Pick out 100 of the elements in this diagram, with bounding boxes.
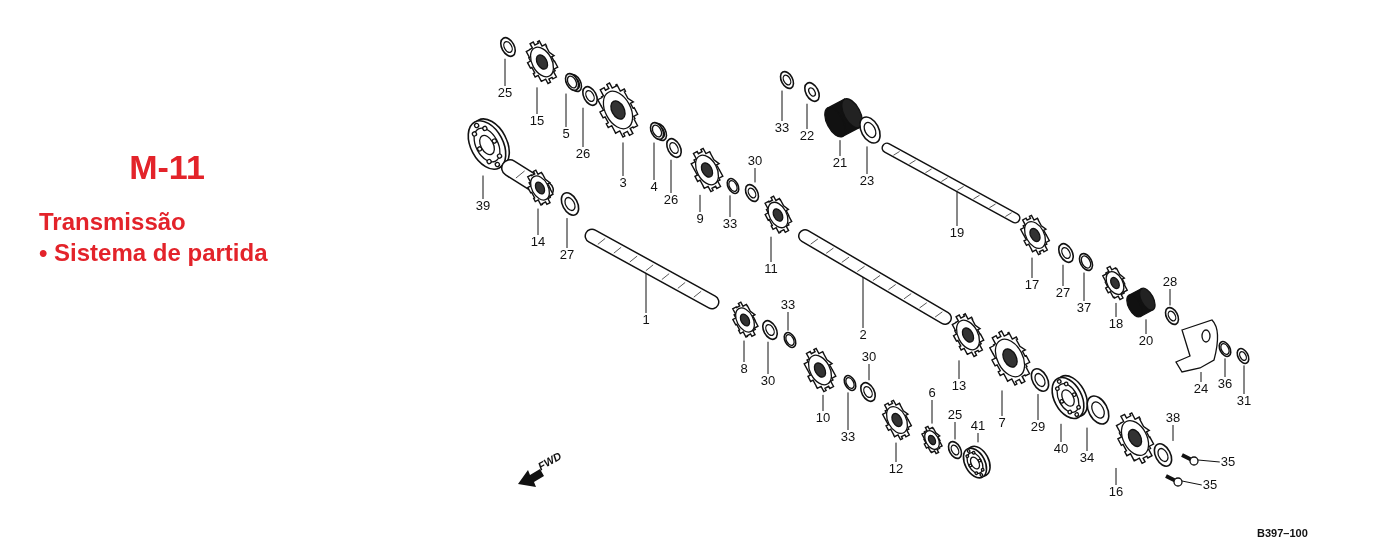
callout-number: 23 [858, 174, 876, 188]
washer-drawing [1086, 395, 1110, 425]
section-title: Transmissão [39, 207, 186, 236]
snap-ring-drawing [726, 177, 740, 195]
callout-number: 30 [860, 350, 878, 364]
callout-number: 25 [496, 86, 514, 100]
leader-line [1200, 371, 1202, 383]
callout-number: 27 [1054, 286, 1072, 300]
callout-number: 25 [946, 408, 964, 422]
callout-number: 37 [1075, 301, 1093, 315]
callout-number: 30 [746, 154, 764, 168]
leader-line [1060, 423, 1062, 443]
washer-drawing [1030, 368, 1050, 392]
section-subtitle: • Sistema de partida [39, 238, 268, 267]
leader-line [1181, 480, 1203, 486]
clip-drawing [804, 81, 820, 103]
callout-number: 8 [739, 362, 749, 376]
leader-line [1169, 288, 1171, 306]
callout-number: 13 [950, 379, 968, 393]
leader-line [482, 175, 484, 200]
washer-drawing [1153, 443, 1173, 467]
leader-line [1086, 427, 1088, 452]
leader-line [895, 442, 897, 463]
snap-ring-drawing [1078, 252, 1094, 272]
leader-line [743, 340, 745, 363]
gear-drawing [764, 195, 793, 235]
leader-line [1001, 389, 1003, 417]
leader-line [1243, 364, 1245, 395]
leader-line [504, 58, 506, 87]
leader-line [862, 276, 864, 329]
leader-line [1145, 318, 1147, 335]
direction-label: FWD [535, 449, 564, 473]
leader-line [954, 421, 956, 440]
leader-line [781, 90, 783, 122]
leader-line [866, 145, 868, 175]
leader-line [1115, 302, 1117, 318]
callout-number: 1 [641, 313, 651, 327]
leader-line [806, 103, 808, 130]
callout-number: 4 [649, 180, 659, 194]
callout-number: 34 [1078, 451, 1096, 465]
gear-drawing [921, 425, 943, 455]
gear-drawing [690, 147, 724, 193]
leader-line [1172, 424, 1174, 442]
callout-number: 21 [831, 156, 849, 170]
snap-ring-drawing [843, 374, 857, 392]
leader-line [1115, 467, 1117, 486]
callout-number: 41 [969, 419, 987, 433]
washer-drawing [762, 319, 778, 341]
washer-drawing [947, 440, 963, 460]
callout-number: 33 [779, 298, 797, 312]
callout-number: 19 [948, 226, 966, 240]
leader-line [977, 432, 979, 443]
snap-ring-drawing [1218, 340, 1232, 358]
washer-drawing [500, 36, 516, 58]
leader-line [729, 194, 731, 218]
gear-drawing [951, 312, 985, 358]
washer-drawing [560, 192, 580, 216]
callout-number: 35 [1219, 455, 1237, 469]
leader-line [822, 394, 824, 412]
leader-line [787, 311, 789, 332]
washer-drawing [860, 381, 876, 403]
callout-number: 33 [721, 217, 739, 231]
callout-number: 5 [561, 127, 571, 141]
washer-drawing [666, 137, 682, 159]
callout-number: 40 [1052, 442, 1070, 456]
callout-number: 3 [618, 176, 628, 190]
washer-drawing [779, 70, 795, 90]
washer-drawing [859, 116, 881, 144]
gear-drawing [501, 159, 554, 207]
leader-line [767, 341, 769, 375]
callout-number: 33 [839, 430, 857, 444]
leader-line [1062, 264, 1064, 287]
leader-line [645, 272, 647, 314]
leader-line [1083, 272, 1085, 302]
leader-line [566, 217, 568, 249]
callout-number: 38 [1164, 411, 1182, 425]
callout-number: 33 [773, 121, 791, 135]
shaft-drawing [584, 228, 720, 310]
leader-line [536, 86, 538, 115]
leader-line [565, 93, 567, 128]
bushing-drawing [649, 121, 668, 142]
leader-line [754, 167, 756, 183]
leader-line [956, 191, 958, 227]
washer-drawing [1058, 242, 1074, 264]
callout-number: 28 [1161, 275, 1179, 289]
leader-line [1224, 357, 1226, 378]
page-code: M-11 [129, 147, 205, 187]
leader-line [770, 236, 772, 263]
callout-number: 17 [1023, 278, 1041, 292]
callout-number: 39 [474, 199, 492, 213]
leader-line [1197, 459, 1221, 463]
washer-drawing [1236, 347, 1250, 365]
leader-line [622, 141, 624, 177]
leader-line [670, 159, 672, 194]
bearing-drawing [467, 118, 511, 170]
callout-number: 26 [662, 193, 680, 207]
drum-drawing [1126, 287, 1156, 318]
callout-number: 20 [1137, 334, 1155, 348]
leader-line [958, 359, 960, 380]
bolt-drawing [1165, 474, 1183, 487]
